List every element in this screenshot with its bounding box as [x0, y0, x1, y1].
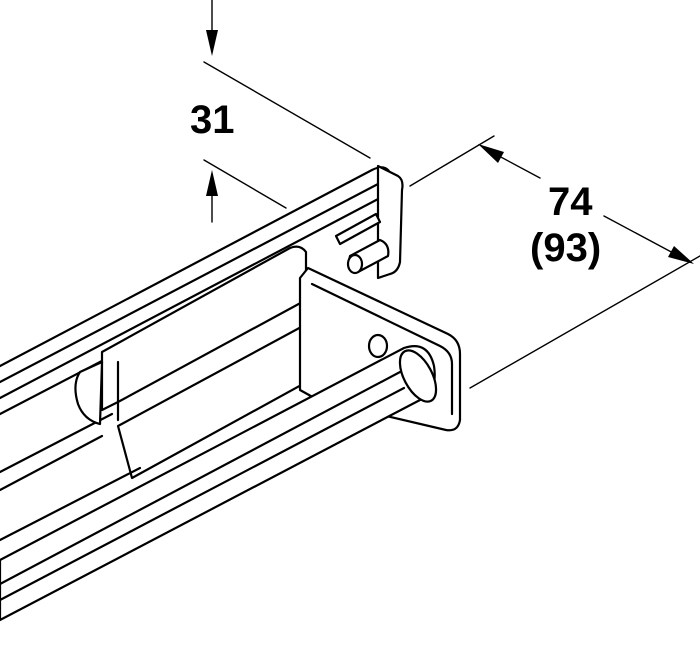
- lower-bar-highlight: [0, 370, 402, 586]
- front-bracket-pin: [367, 333, 389, 359]
- rear-bracket-slot: [334, 212, 382, 246]
- rear-bracket-plate: [376, 164, 404, 280]
- rail-inner-mid: [0, 196, 382, 400]
- height-lower-leader: [203, 159, 287, 209]
- lower-bar-shadow-line: [0, 466, 142, 542]
- height-top-arrow: [206, 30, 218, 56]
- rail-inner-top: [0, 182, 380, 384]
- height-dimension-value: 31: [190, 98, 235, 142]
- height-upper-leader: [203, 61, 371, 159]
- depth-dimension-value: 74: [548, 180, 593, 224]
- depth-front-extension: [469, 255, 700, 389]
- depth-left-arrow: [478, 144, 504, 163]
- depth-back-extension: [409, 135, 495, 187]
- rail-bottom-edge: [0, 412, 114, 474]
- rail-bottom-edge-2: [0, 434, 104, 492]
- lower-bar-end: [398, 349, 438, 403]
- lower-bar: [0, 345, 438, 622]
- lower-bar-highlight-2: [0, 386, 406, 602]
- carrier-body: [100, 245, 308, 412]
- carrier-block: [74, 245, 308, 426]
- depth-dimension: [409, 135, 700, 389]
- rear-end-bracket: [334, 164, 404, 280]
- rear-bracket-peg-end: [346, 253, 364, 275]
- height-dimension: [203, 0, 371, 223]
- carrier-end-cap: [74, 360, 104, 426]
- depth-right-arrow: [668, 246, 694, 264]
- front-bracket-inner-edge: [310, 282, 454, 416]
- height-bottom-arrow: [206, 170, 218, 196]
- depth-dimension-alternate-value: (93): [530, 226, 602, 270]
